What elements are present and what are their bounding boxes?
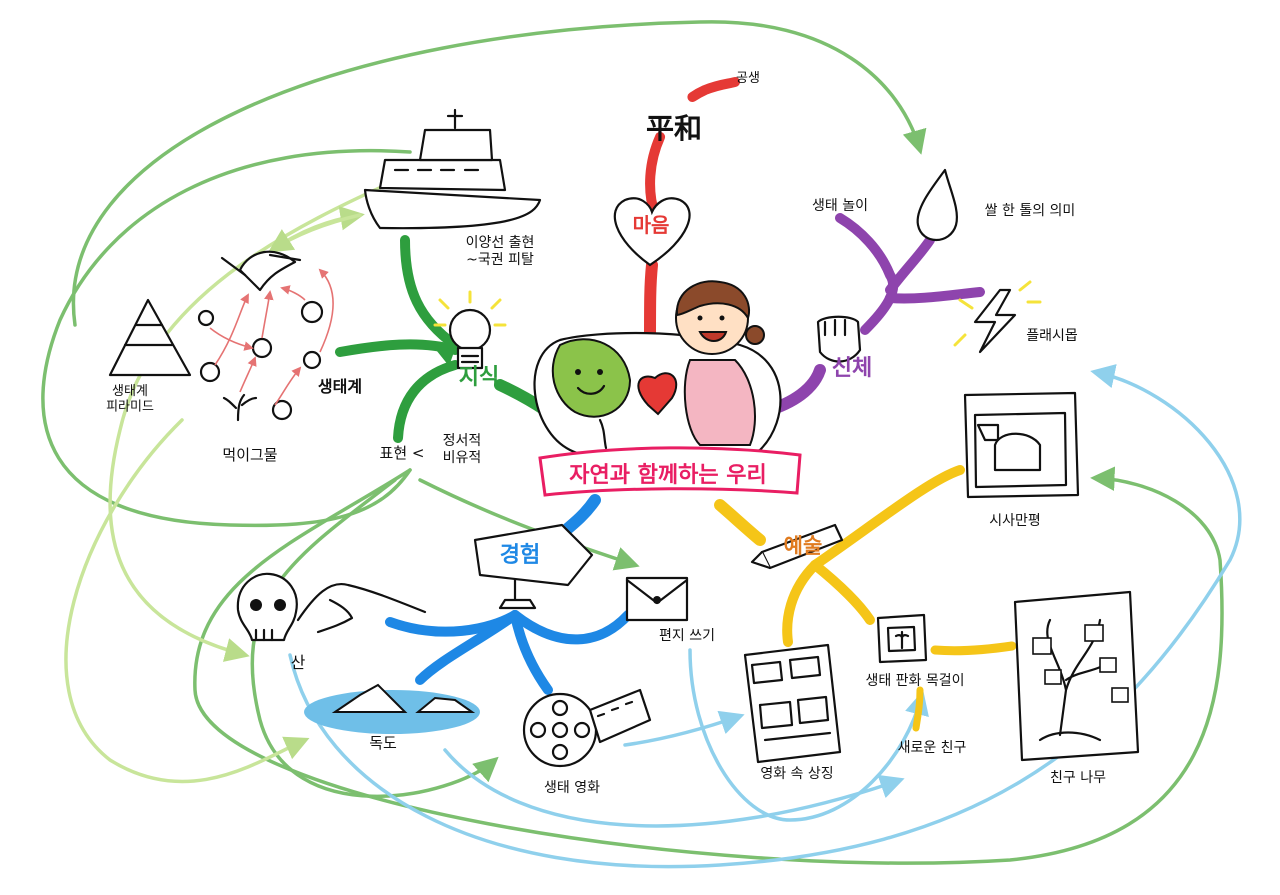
center-hub: 자연과 함께하는 우리 xyxy=(533,280,802,497)
heart-branch: 마음 平和 공생 xyxy=(613,71,760,267)
envelope-icon xyxy=(625,576,689,622)
mountain-icon xyxy=(296,582,427,622)
center-title: 자연과 함께하는 우리 xyxy=(569,463,766,488)
ship-label: 이양선 출현~국권 피탈 xyxy=(466,235,535,268)
symbol-label: 영화 속 상징 xyxy=(760,766,833,782)
pyramid-icon xyxy=(108,298,192,377)
flashmob-label: 플래시몹 xyxy=(1026,328,1078,344)
art-label: 예술 xyxy=(784,534,823,558)
fist-icon xyxy=(816,315,862,363)
experience-branch: 경험 산 독도 생태 영화 편지 쓰기 xyxy=(236,523,715,796)
eco-play-label: 생태 놀이 xyxy=(812,198,868,214)
necklace-label: 생태 판화 목걸이 xyxy=(865,673,964,689)
signpost-icon xyxy=(473,523,594,610)
dokdo-label: 독도 xyxy=(369,734,397,752)
rice-label: 쌀 한 톨의 의미 xyxy=(985,203,1076,219)
art-branch: 예술 시사만평 생태 판화 목걸이 영화 속 상징 새로운 친구 xyxy=(743,391,1140,786)
lightbulb-icon xyxy=(433,290,507,370)
friend-tree-label: 친구 나무 xyxy=(1050,770,1106,786)
friend-tree-icon xyxy=(1013,590,1140,762)
film-label: 생태 영화 xyxy=(544,780,600,796)
mountain-label: 산 xyxy=(291,653,306,672)
coexistence-label: 공생 xyxy=(736,71,760,86)
leaf-character xyxy=(551,338,632,418)
food-web-icon xyxy=(197,250,334,422)
heart-node xyxy=(613,197,691,267)
film-reel-icon xyxy=(522,688,652,768)
cartoon-frame-icon xyxy=(963,391,1080,499)
branch-arms xyxy=(335,77,1017,732)
ship-icon xyxy=(363,108,542,230)
dokdo-icon xyxy=(304,683,480,734)
body-label: 신체 xyxy=(832,356,872,381)
held-heart xyxy=(637,372,678,416)
new-friend-label: 새로운 친구 xyxy=(898,740,967,756)
peace-label: 平和 xyxy=(646,112,702,145)
cross-links xyxy=(41,20,1242,869)
body-branch: 신체 생태 놀이 쌀 한 톨의 의미 플래시몹 xyxy=(812,168,1078,381)
ecosystem-label: 생태계 xyxy=(318,377,362,396)
knowledge-label: 지식 xyxy=(459,365,499,390)
cartoon-label: 시사만평 xyxy=(989,513,1041,529)
experience-label: 경험 xyxy=(500,542,540,568)
lightning-icon xyxy=(973,288,1017,354)
food-web-label: 먹이그물 xyxy=(222,446,277,464)
skull-icon xyxy=(236,572,298,642)
letter-label: 편지 쓰기 xyxy=(659,628,715,644)
expression-label: 표현 < xyxy=(380,444,425,462)
rice-grain-icon xyxy=(916,168,958,241)
newspaper-icon xyxy=(743,643,842,764)
heart-label: 마음 xyxy=(633,213,670,237)
print-necklace-icon xyxy=(876,613,928,664)
